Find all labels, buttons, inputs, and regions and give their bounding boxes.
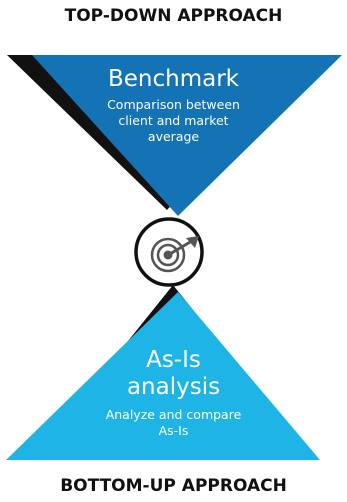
as-is-title-line-2: analysis [126, 374, 221, 400]
benchmark-desc-line-2: client and market [118, 113, 229, 128]
as-is-title-line-1: As-Is [146, 347, 201, 373]
benchmark-title: Benchmark [107, 66, 239, 92]
bottom-triangle [6, 292, 320, 460]
benchmark-desc-line-3: average [147, 129, 200, 144]
top-down-heading: TOP-DOWN APPROACH [64, 6, 283, 26]
as-is-desc-line-2: As-Is [158, 423, 189, 438]
as-is-desc-line-1: Analyze and compare [105, 407, 242, 422]
benchmark-desc-line-1: Comparison between [107, 97, 240, 112]
top-triangle [32, 55, 342, 216]
target-icon [134, 217, 204, 287]
bottom-up-heading: BOTTOM-UP APPROACH [60, 476, 287, 496]
